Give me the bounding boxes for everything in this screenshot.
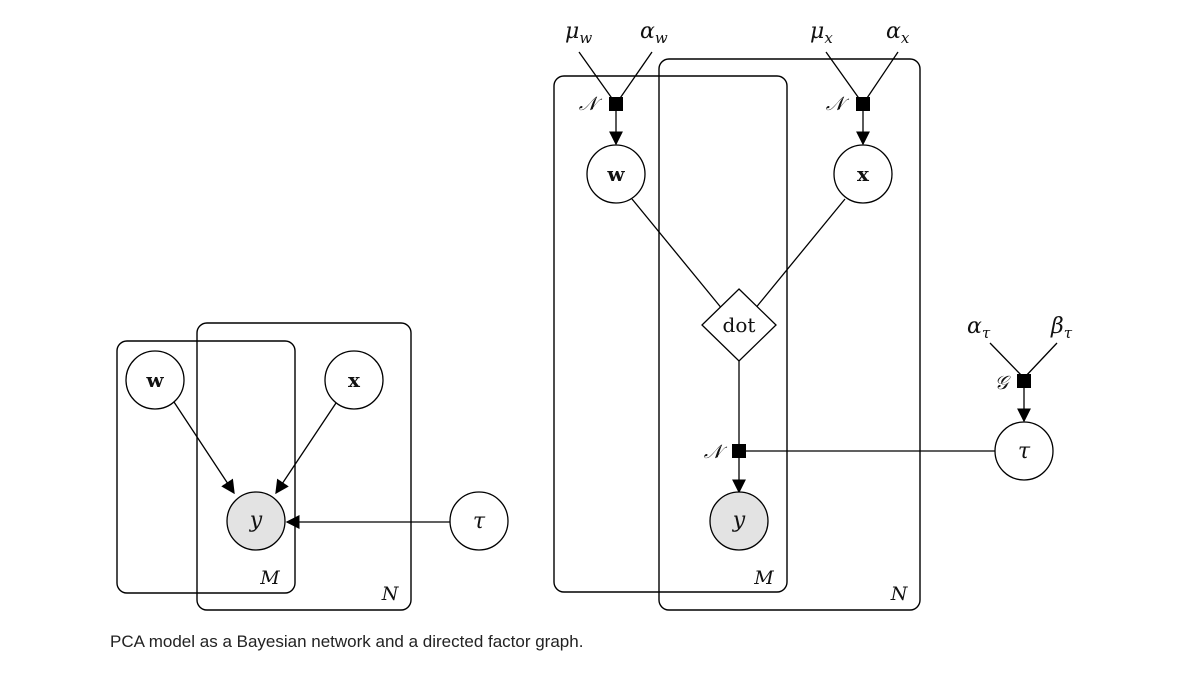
factor-y-label: 𝒩 [704,441,728,463]
node-tau-right-label: τ [1018,439,1031,464]
factor-graph: w x dot y τ 𝒩 𝒩 𝒩 𝒢 μw αw μx αx ατ βτ M … [553,19,1073,611]
factor-x [856,97,870,111]
beta-tau-label: βτ [1050,314,1073,342]
node-tau-left-label: τ [473,509,486,534]
plate-M-left [116,340,296,594]
node-y-left [226,491,286,551]
edge-x-y [275,402,337,495]
edge-w-y [173,401,235,495]
node-tau-left [449,491,509,551]
plate-N-left [196,322,412,611]
node-y-left-label: y [249,508,263,533]
mu-x-label: μx [810,19,833,47]
mu-w-label: μw [565,19,592,47]
plate-N-right [658,58,921,611]
node-x-right-label: x [857,162,870,186]
factor-y [732,444,746,458]
alpha-tau-label: ατ [967,314,991,342]
factor-tau-label: 𝒢 [994,372,1011,394]
factor-tau [1017,374,1031,388]
node-w-right-label: w [606,162,625,186]
plate-N-right-label: N [890,583,909,605]
figure-caption: PCA model as a Bayesian network and a di… [110,632,584,651]
plate-N-left-label: N [381,583,400,605]
node-x-left-label: x [348,368,361,392]
plate-M-left-label: M [259,567,280,589]
node-tau-right [994,421,1054,481]
node-x-left [324,350,384,410]
edge-alpha-tau [989,342,1025,379]
edge-alpha-w [615,51,653,105]
factor-x-label: 𝒩 [826,93,850,115]
node-w-left-label: w [145,368,164,392]
node-w-right [586,144,646,204]
alpha-x-label: αx [886,19,910,47]
node-x-right [833,144,893,204]
edge-x-dot [753,198,846,311]
node-y-right-label: y [732,508,746,533]
edge-mu-x [825,51,864,105]
plate-M-right [553,75,788,593]
factor-w-label: 𝒩 [579,93,603,115]
bayesian-network: w x y τ M N [116,322,509,611]
node-w-left [125,350,185,410]
edge-alpha-x [862,51,899,105]
dot-label: dot [723,313,756,337]
node-y-right [709,491,769,551]
dot-diamond [701,288,777,362]
plate-M-right-label: M [753,567,774,589]
edge-w-dot [631,198,724,311]
edge-beta-tau [1023,342,1058,379]
factor-w [609,97,623,111]
edge-mu-w [578,51,617,105]
alpha-w-label: αw [640,19,668,47]
